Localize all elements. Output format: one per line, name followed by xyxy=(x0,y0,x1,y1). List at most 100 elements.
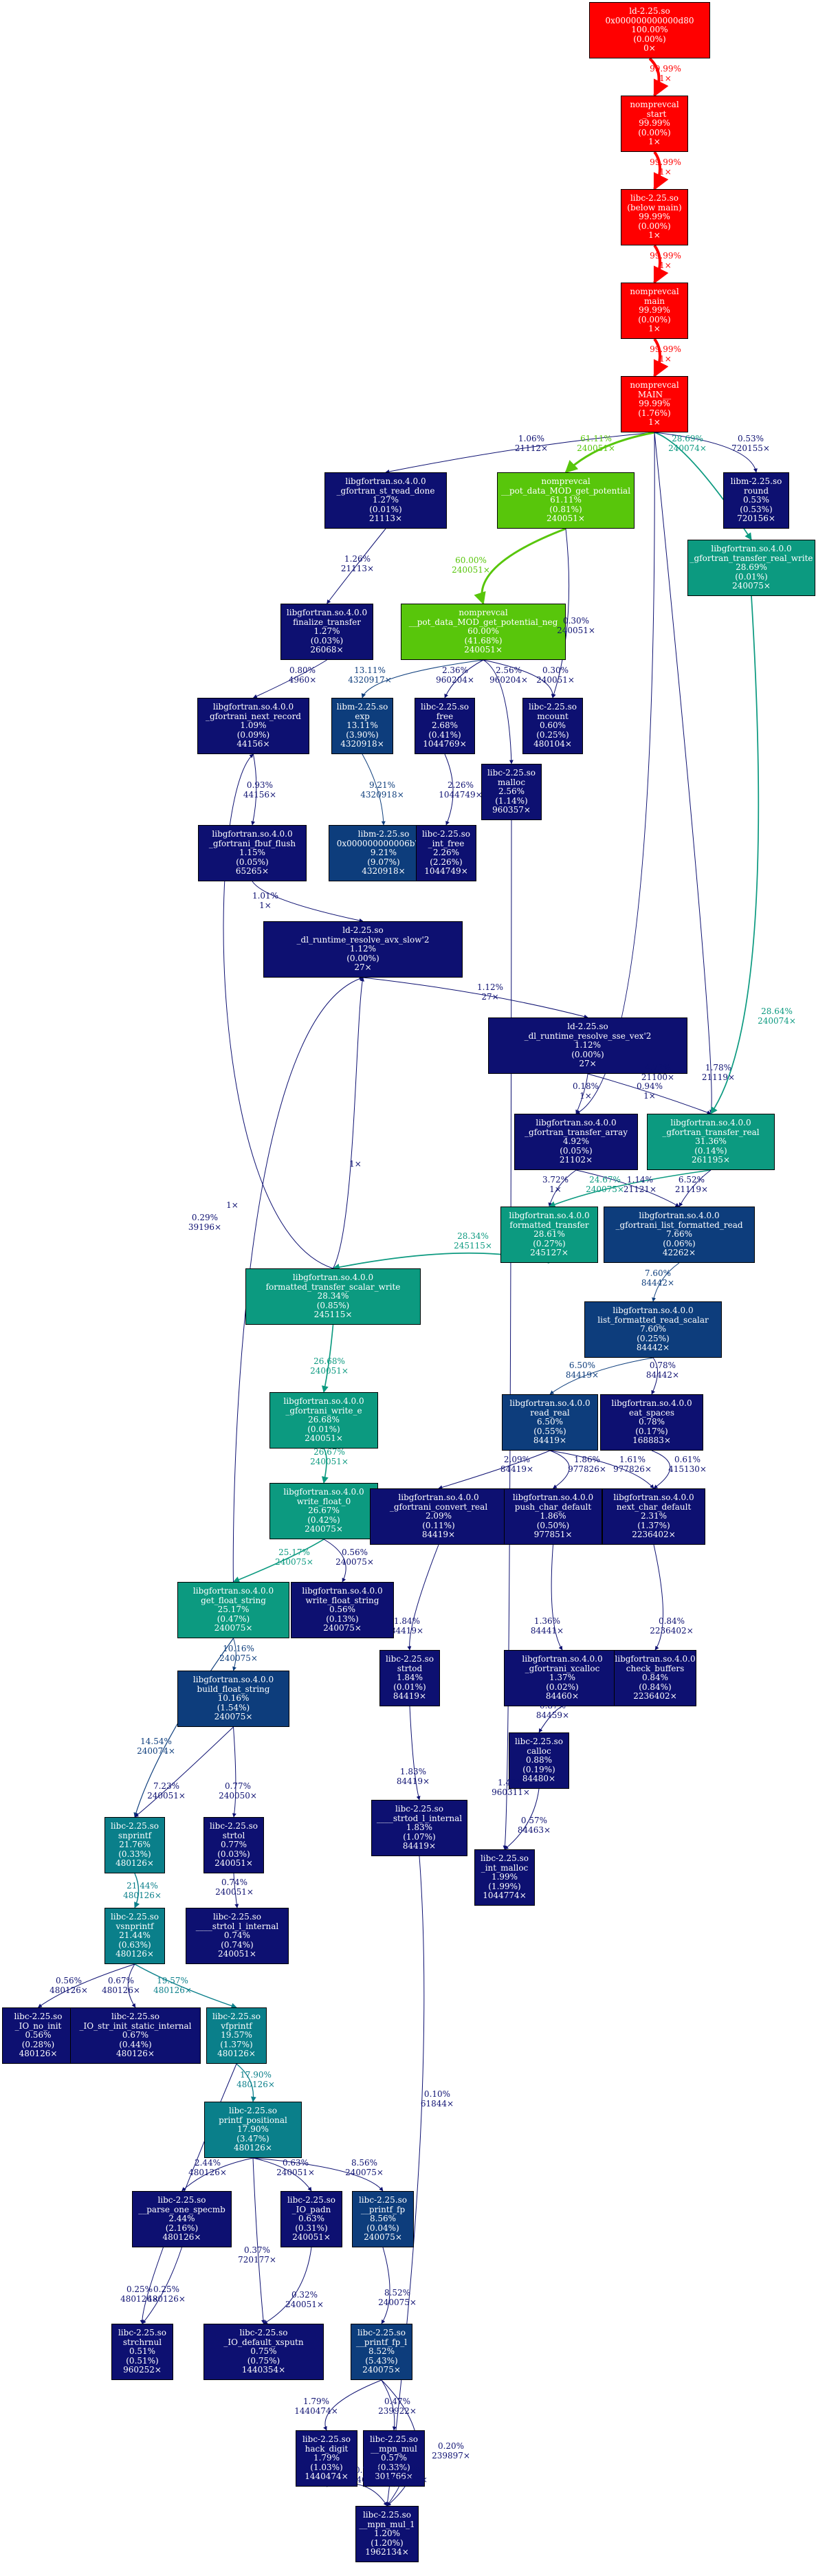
edge-wfloat-to-wfstring xyxy=(323,1539,346,1583)
edge-label: 2.36% 960204× xyxy=(436,665,474,685)
edge-malloc-to-intmalloc xyxy=(503,819,512,1850)
edge-label: 7.23% 240051× xyxy=(147,1781,186,1801)
node-fmt: libgfortran.so.4.0.0 formatted_transfer … xyxy=(500,1207,598,1263)
node-trreal: libgfortran.so.4.0.0 _gfortran_transfer_… xyxy=(647,1114,775,1170)
edge-printfpos-to-printffp xyxy=(252,2157,384,2192)
edge-free-to-intfree xyxy=(444,753,454,826)
edge-listscalar-to-readreal xyxy=(549,1357,654,1395)
edge-MAIN-to-trreal xyxy=(654,432,714,1114)
edge-label: 14.54% 240074× xyxy=(137,1737,175,1756)
edge-label: 0.24% 301766× xyxy=(389,2465,428,2485)
edge-MAIN-to-potential xyxy=(564,431,655,474)
edge-label: 0.63% 240051× xyxy=(276,2158,315,2177)
node-nextrec: libgfortran.so.4.0.0 _gfortrani_next_rec… xyxy=(197,698,309,754)
edge-thunk-to-start xyxy=(648,57,669,98)
edge-label: 4.73% 21100× xyxy=(641,1063,675,1082)
edge-label: 3.72% 1× xyxy=(542,1175,569,1194)
node-exp: libm-2.25.so exp 13.11% (3.90%) 4320918× xyxy=(331,698,393,754)
edge-label: 0.67% 480126× xyxy=(102,1976,140,1995)
node-round: libm-2.25.so round 0.53% (0.53%) 720156× xyxy=(723,472,789,529)
node-printfpos: libc-2.25.so printf_positional 17.90% (3… xyxy=(204,2102,302,2158)
node-potential: nomprevcal __pot_data_MOD_get_potential … xyxy=(497,472,635,529)
node-parsespec: libc-2.25.so __parse_one_specmb 2.44% (2… xyxy=(132,2191,232,2247)
edge-label: 26.67% 240051× xyxy=(310,1447,349,1466)
edge-label: 0.80% 4960× xyxy=(288,665,317,685)
edge-potential-to-mcount xyxy=(551,528,570,698)
edge-iopadn-to-xsputn xyxy=(263,2247,312,2324)
edge-avx-to-sse xyxy=(362,977,588,1019)
node-fbuf: libgfortran.so.4.0.0 _gfortrani_fbuf_flu… xyxy=(198,825,307,881)
node-start: nomprevcal _start 99.99% (0.00%) 1× xyxy=(621,96,688,152)
edge-MAIN-to-round xyxy=(654,432,758,473)
edge-pushchar-to-xcalloc xyxy=(551,1544,563,1651)
node-intfree: libc-2.25.so _int_free 2.26% (2.26%) 104… xyxy=(416,825,476,881)
edge-label: 2.09% 84419× xyxy=(500,1455,534,1474)
node-mpnmul1: libc-2.25.so __mpn_mul_1 1.20% (1.20%) 1… xyxy=(355,2506,419,2562)
node-nextchar: libgfortran.so.4.0.0 next_char_default 2… xyxy=(602,1488,705,1545)
node-thunk: ld-2.25.so 0x000000000000d80 100.00% (0.… xyxy=(589,2,710,58)
edge-fbuf-to-avx xyxy=(252,881,364,923)
edge-label: 10.16% 240075× xyxy=(219,1644,258,1663)
edge-strtodint-to-mpnmul1 xyxy=(385,1856,425,2507)
edge-trreal-to-fmt xyxy=(549,1169,712,1208)
node-scalarwr: libgfortran.so.4.0.0 formatted_transfer_… xyxy=(245,1268,421,1325)
edge-printffpl-to-mpnmul xyxy=(381,2379,397,2431)
edge-scalarwr-to-writee xyxy=(321,1324,334,1393)
edge-snprintf-to-vsnprintf xyxy=(134,1873,140,1908)
edge-label: 28.64% 240074× xyxy=(758,1006,796,1026)
edge-label: 2.26% 1044749× xyxy=(439,780,483,800)
node-convreal: libgfortran.so.4.0.0 _gfortrani_convert_… xyxy=(370,1488,507,1545)
node-finalize: libgfortran.so.4.0.0 finalize_transfer 1… xyxy=(280,604,373,660)
edge-label: 13.11% 4320917× xyxy=(348,665,392,685)
node-listscalar: libgfortran.so.4.0.0 list_formatted_read… xyxy=(584,1301,722,1358)
node-pushchar: libgfortran.so.4.0.0 push_char_default 1… xyxy=(504,1488,602,1545)
node-strtolint: libc-2.25.so ____strtol_l_internal 0.74%… xyxy=(186,1908,289,1964)
node-iopadn: libc-2.25.so _IO_padn 0.63% (0.31%) 2400… xyxy=(280,2191,342,2247)
node-mpnmul: libc-2.25.so __mpn_mul 0.57% (0.33%) 301… xyxy=(363,2430,425,2487)
edge-label: 1.36% 84441× xyxy=(530,1616,564,1636)
node-ionoinit: libc-2.25.so _IO_no_init 0.56% (0.28%) 4… xyxy=(2,2007,74,2064)
node-trwrite: libgfortran.so.4.0.0 _gfortran_transfer_… xyxy=(687,540,815,596)
edge-label: 21.44% 480126× xyxy=(123,1881,162,1900)
edge-label: 1× xyxy=(349,1159,362,1169)
edge-printffp-to-printffpl xyxy=(381,2247,390,2324)
edge-potential-to-potneg xyxy=(474,527,566,605)
edge-label: 0.30% 240051× xyxy=(557,616,595,635)
edge-scalarwr-to-nextrec xyxy=(223,753,333,1269)
node-eatsp: libgfortran.so.4.0.0 eat_spaces 0.78% (0… xyxy=(600,1394,703,1451)
edge-label: 0.94% 1× xyxy=(636,1081,663,1101)
edge-mpnmul-to-mpnmul1 xyxy=(386,2483,400,2507)
edge-strtod-to-strtodint xyxy=(409,1706,421,1801)
edge-label: 0.56% 240075× xyxy=(335,1548,374,1567)
edge-label: 0.25% 480126× xyxy=(147,2285,186,2304)
edge-label: 1.78% 21119× xyxy=(701,1063,736,1082)
node-writee: libgfortran.so.4.0.0 _gfortrani_write_e … xyxy=(269,1392,378,1449)
node-printffpl: libc-2.25.so __printf_fp_l 8.52% (5.43%)… xyxy=(351,2324,412,2380)
edge-printffpl-to-hackdigit xyxy=(323,2379,382,2431)
edge-label: 19.57% 480126× xyxy=(153,1976,192,1995)
edge-MAIN-to-array xyxy=(575,432,655,1114)
node-libcmain: libc-2.25.so (below main) 99.99% (0.00%)… xyxy=(621,189,688,245)
node-wfloat: libgfortran.so.4.0.0 write_float_0 26.67… xyxy=(269,1483,378,1539)
edge-label: 0.37% 720177× xyxy=(238,2245,276,2265)
node-iostrinit: libc-2.25.so _IO_str_init_static_interna… xyxy=(70,2007,201,2064)
node-listread: libgfortran.so.4.0.0 _gfortrani_list_for… xyxy=(604,1207,755,1263)
edge-label: 2.56% 960204× xyxy=(489,665,528,685)
edge-MAIN-to-stread xyxy=(385,432,655,474)
node-strtol: libc-2.25.so strtol 0.77% (0.03%) 240051… xyxy=(203,1817,264,1873)
node-readreal: libgfortran.so.4.0.0 read_real 6.50% (0.… xyxy=(502,1394,598,1451)
edge-scalarwr-to-avx xyxy=(333,977,364,1269)
node-array: libgfortran.so.4.0.0 _gfortran_transfer_… xyxy=(514,1114,638,1170)
edge-label: 1× xyxy=(226,1200,239,1210)
edge-label: 28.34% 245115× xyxy=(454,1231,492,1251)
edge-label: 99.99% 1× xyxy=(650,251,681,270)
edge-label: 2.44% 480126× xyxy=(188,2158,227,2177)
node-strtod: libc-2.25.so strtod 1.84% (0.01%) 84419× xyxy=(379,1650,440,1706)
node-xcalloc: libgfortran.so.4.0.0 _gfortrani_xcalloc … xyxy=(504,1650,621,1706)
edge-getfloat-to-buildfloat xyxy=(232,1638,236,1671)
edge-potneg-to-mcount xyxy=(483,659,555,698)
edge-label: 0.84% 2236402× xyxy=(650,1616,694,1636)
edge-listread-to-listscalar xyxy=(652,1262,680,1302)
edge-label: 26.68% 240051× xyxy=(310,1356,349,1376)
edge-label: 0.56% 480126× xyxy=(49,1976,88,1995)
